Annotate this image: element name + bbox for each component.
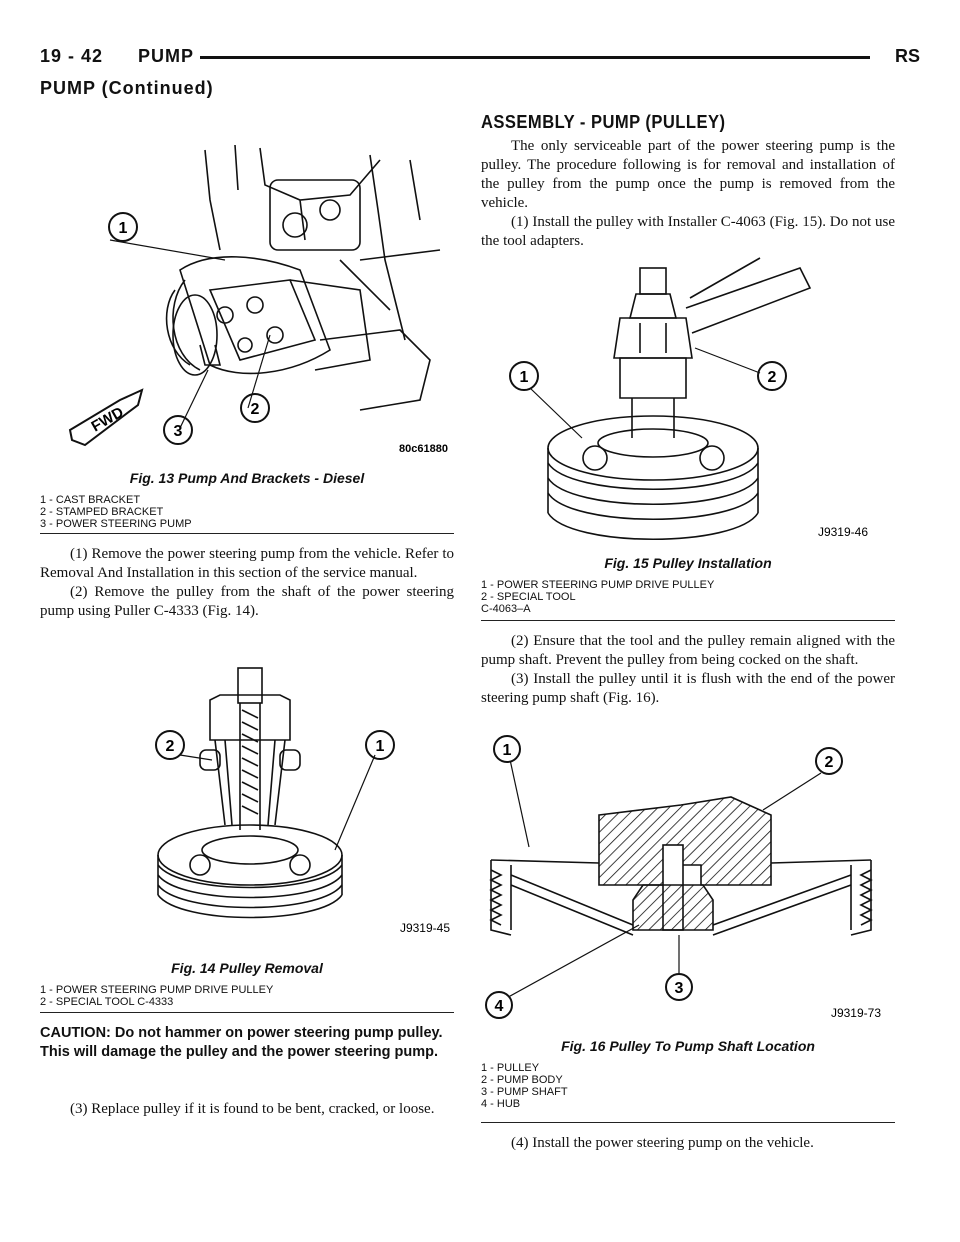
fig15-legend-item: C-4063–A bbox=[481, 603, 531, 615]
fig13-illustration: 1 2 3 FWD 80c61880 bbox=[68, 144, 448, 455]
fig16-illustration: 1 2 3 4 J9319-73 bbox=[485, 735, 881, 1020]
fig13-legend-item: 3 - POWER STEERING PUMP bbox=[40, 518, 192, 530]
fig16-legend-item: 3 - PUMP SHAFT bbox=[481, 1086, 568, 1098]
fig16-callout-3: 3 bbox=[675, 980, 684, 997]
fig16-rule bbox=[481, 1122, 895, 1123]
fig15-rule bbox=[481, 620, 895, 621]
right-para-2: (1) Install the pulley with Installer C-… bbox=[481, 214, 895, 249]
fig15-callout-1: 1 bbox=[520, 369, 529, 386]
right-body-3: (4) Install the power steering pump on t… bbox=[481, 1134, 895, 1153]
right-para-1: The only serviceable part of the power s… bbox=[481, 138, 895, 211]
left-para-2: (2) Remove the pulley from the shaft of … bbox=[40, 584, 454, 619]
page-number: 19 - 42 bbox=[40, 46, 104, 66]
fig14-illustration: 2 1 J9319-45 bbox=[155, 667, 450, 935]
fig15-illustration: 1 2 J9319-46 bbox=[509, 257, 868, 541]
fig13-caption: Fig. 13 Pump And Brackets - Diesel bbox=[129, 470, 365, 486]
right-para-5: (4) Install the power steering pump on t… bbox=[511, 1135, 814, 1151]
left-para-3: (3) Replace pulley if it is found to be … bbox=[70, 1101, 435, 1117]
caution-note: CAUTION: Do not hammer on power steering… bbox=[40, 1025, 443, 1060]
fig14-legend-item: 2 - SPECIAL TOOL C-4333 bbox=[40, 996, 174, 1008]
fig16-legend-item: 4 - HUB bbox=[481, 1098, 521, 1110]
fig13-legend-item: 2 - STAMPED BRACKET bbox=[40, 506, 164, 518]
fig16-callout-4: 4 bbox=[495, 998, 504, 1015]
fig16-legend-item: 2 - PUMP BODY bbox=[481, 1074, 563, 1086]
right-para-3: (2) Ensure that the tool and the pulley … bbox=[481, 633, 895, 668]
fig13-image-code: 80c61880 bbox=[399, 443, 448, 455]
page-header: 19 - 42 PUMP RS bbox=[40, 46, 920, 70]
fig14-rule bbox=[40, 1012, 454, 1013]
left-body-1: (1) Remove the power steering pump from … bbox=[40, 545, 454, 621]
fig15-caption: Fig. 15 Pulley Installation bbox=[604, 555, 772, 571]
fig15-legend-item: 1 - POWER STEERING PUMP DRIVE PULLEY bbox=[481, 579, 715, 591]
fig14-legend-item: 1 - POWER STEERING PUMP DRIVE PULLEY bbox=[40, 984, 274, 996]
fig13-rule bbox=[40, 533, 454, 534]
fig14-legend: 1 - POWER STEERING PUMP DRIVE PULLEY 2 -… bbox=[40, 984, 273, 1008]
right-body-1: The only serviceable part of the power s… bbox=[481, 137, 895, 251]
fig15-legend-item: 2 - SPECIAL TOOL bbox=[481, 591, 576, 603]
fig14-callout-1: 1 bbox=[376, 738, 385, 755]
left-para-1: (1) Remove the power steering pump from … bbox=[40, 546, 454, 581]
fig16-callout-1: 1 bbox=[503, 742, 512, 759]
fig15-legend: 1 - POWER STEERING PUMP DRIVE PULLEY 2 -… bbox=[481, 579, 714, 615]
fig13-callout-3: 3 bbox=[174, 423, 183, 440]
fig13-legend: 1 - CAST BRACKET 2 - STAMPED BRACKET 3 -… bbox=[40, 494, 192, 530]
fig16-image-code: J9319-73 bbox=[831, 1006, 881, 1020]
header-rule bbox=[200, 56, 870, 59]
assembly-heading: ASSEMBLY - PUMP (PULLEY) bbox=[481, 112, 726, 132]
fig13-callout-1: 1 bbox=[119, 220, 128, 237]
fig13-legend-item: 1 - CAST BRACKET bbox=[40, 494, 141, 506]
fig14-callout-2: 2 bbox=[166, 738, 175, 755]
model-code: RS bbox=[894, 46, 920, 66]
section-title: PUMP bbox=[138, 46, 195, 66]
continued-title: PUMP (Continued) bbox=[40, 78, 214, 98]
right-body-2: (2) Ensure that the tool and the pulley … bbox=[481, 632, 895, 708]
fig16-legend-item: 1 - PULLEY bbox=[481, 1062, 540, 1074]
fig14-image-code: J9319-45 bbox=[400, 921, 450, 935]
fig15-callout-2: 2 bbox=[768, 369, 777, 386]
fig13-callout-2: 2 bbox=[251, 401, 260, 418]
left-body-2: (3) Replace pulley if it is found to be … bbox=[40, 1100, 454, 1119]
fig16-callout-2: 2 bbox=[825, 754, 834, 771]
right-para-4: (3) Install the pulley until it is flush… bbox=[481, 671, 895, 706]
fig14-caption: Fig. 14 Pulley Removal bbox=[171, 960, 323, 976]
fig16-legend: 1 - PULLEY 2 - PUMP BODY 3 - PUMP SHAFT … bbox=[481, 1062, 568, 1110]
fig15-image-code: J9319-46 bbox=[818, 525, 868, 539]
fig16-caption: Fig. 16 Pulley To Pump Shaft Location bbox=[561, 1038, 815, 1054]
